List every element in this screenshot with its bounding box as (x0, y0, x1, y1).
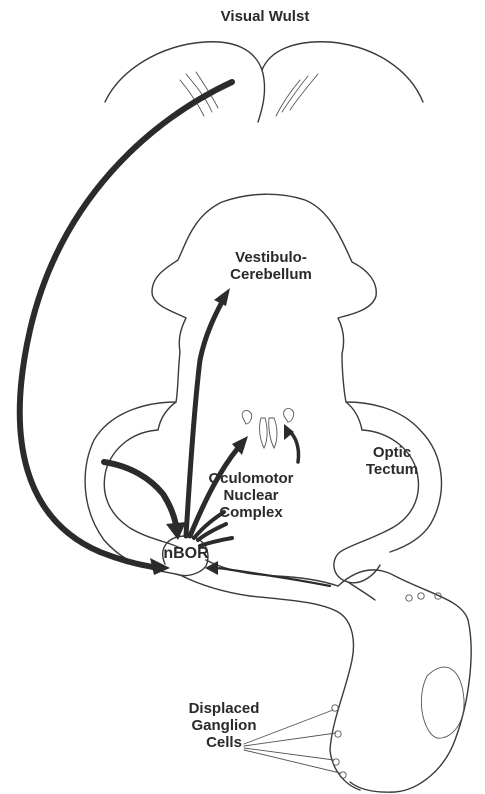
optic-line-1: Optic (357, 444, 427, 461)
oculomotor-label: Oculomotor Nuclear Complex (196, 470, 306, 521)
optic-tectum-label: Optic Tectum (357, 444, 427, 478)
oculomotor-line-1: Oculomotor (196, 470, 306, 487)
visual-wulst-outline (105, 42, 423, 122)
tectum-to-nbor-arrowhead (166, 522, 186, 540)
vestibulo-line-1: Vestibulo- (216, 249, 326, 266)
tectum-to-nbor-arrow (104, 462, 176, 525)
displaced-line-1: Displaced (178, 700, 270, 717)
visual-wulst-text: Visual Wulst (221, 8, 310, 25)
nbor-to-cerebellum-arrowhead (214, 288, 230, 306)
retina-to-nbor-arrow (212, 568, 330, 586)
vestibulo-line-2: Cerebellum (216, 266, 326, 283)
vestibulo-cerebellum-label: Vestibulo- Cerebellum (216, 249, 326, 283)
retina-outline (180, 560, 471, 792)
nbor-label: nBOR (160, 545, 212, 562)
optic-line-2: Tectum (357, 461, 427, 478)
displaced-line-3: Cells (178, 734, 270, 751)
nbor-text: nBOR (163, 545, 208, 562)
displaced-line-2: Ganglion (178, 717, 270, 734)
oculomotor-line-2: Nuclear (196, 487, 306, 504)
displaced-ganglion-cells-label: Displaced Ganglion Cells (178, 700, 270, 751)
visual-wulst-label: Visual Wulst (195, 8, 335, 25)
oculomotor-line-3: Complex (196, 504, 306, 521)
